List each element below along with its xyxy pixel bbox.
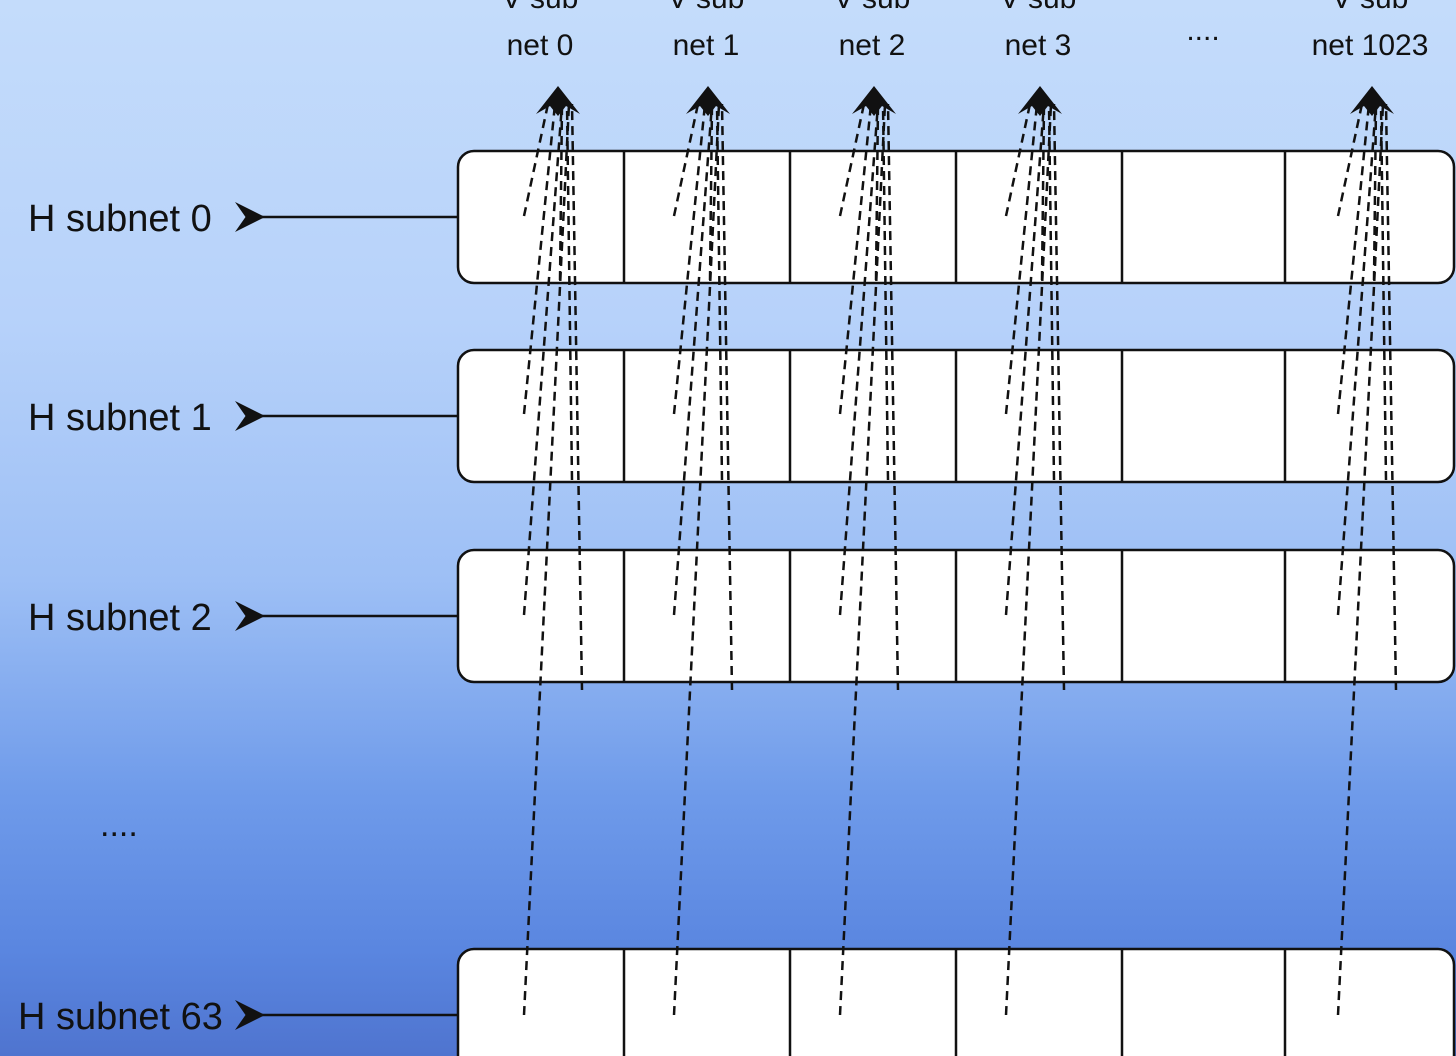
h-subnet-label: H subnet 63 — [18, 996, 223, 1038]
dashed-connection — [672, 103, 700, 217]
dashed-connection — [565, 103, 574, 481]
dashed-connection — [881, 103, 890, 481]
v-subnet-label: net 2 — [839, 29, 906, 62]
v-subnet-label: net 0 — [507, 29, 574, 62]
dashed-connection — [1336, 103, 1378, 616]
h-subnet-ellipsis: .... — [100, 806, 138, 844]
dashed-connection — [715, 103, 724, 481]
h-subnet-label: H subnet 2 — [28, 597, 212, 639]
v-subnet-label: V sub — [1000, 0, 1077, 15]
dashed-connection — [838, 103, 873, 415]
v-arrow-head — [1018, 86, 1062, 116]
subnet-rows — [456, 149, 1456, 1056]
v-subnet-ellipsis: .... — [1186, 14, 1219, 47]
dashed-connection — [886, 103, 900, 691]
dashed-connection — [1336, 103, 1385, 1016]
dashed-connection — [838, 103, 887, 1016]
subnet-row — [456, 947, 1456, 1056]
v-arrow-head — [536, 86, 580, 116]
dashed-connection — [522, 103, 557, 415]
v-subnet-label: V sub — [502, 0, 579, 15]
dashed-connection — [1336, 103, 1371, 415]
v-arrow-heads — [536, 86, 1394, 116]
dashed-connection — [570, 103, 584, 691]
subnet-row — [456, 548, 1456, 684]
dashed-connection — [1047, 103, 1056, 481]
dashed-connection — [1336, 103, 1364, 217]
dashed-connection — [672, 103, 714, 616]
dashed-connection — [1052, 103, 1066, 691]
dashed-connection — [838, 103, 880, 616]
v-subnet-labels: V sub net 0 V sub net 1 V sub net 2 V su… — [502, 0, 1429, 62]
v-subnet-label: V sub — [1332, 0, 1409, 15]
h-subnet-label: H subnet 0 — [28, 198, 212, 240]
v-arrow-head — [852, 86, 896, 116]
dashed-connection — [838, 103, 866, 217]
dashed-connection — [1384, 103, 1398, 691]
subnet-row — [456, 149, 1456, 285]
dashed-connection — [1004, 103, 1053, 1016]
dashed-connections — [522, 103, 1398, 1016]
dashed-connection — [672, 103, 707, 415]
h-subnet-labels: H subnet 0 H subnet 1 H subnet 2 .... H … — [18, 198, 223, 1038]
dashed-connection — [522, 103, 571, 1016]
v-subnet-label: net 3 — [1005, 29, 1072, 62]
h-subnet-label: H subnet 1 — [28, 397, 212, 439]
v-subnet-label: net 1 — [673, 29, 740, 62]
v-subnet-label: net 1023 — [1312, 29, 1429, 62]
v-subnet-label: V sub — [668, 0, 745, 15]
dashed-connection — [1379, 103, 1388, 481]
dashed-connection — [720, 103, 734, 691]
subnet-row — [456, 348, 1456, 484]
dashed-connection — [522, 103, 564, 616]
h-arrows — [235, 202, 458, 1030]
dashed-connection — [1004, 103, 1032, 217]
v-subnet-label: V sub — [834, 0, 911, 15]
dashed-connection — [1004, 103, 1039, 415]
dashed-connection — [1004, 103, 1046, 616]
v-arrow-head — [1350, 86, 1394, 116]
dashed-connection — [522, 103, 550, 217]
dashed-connection — [672, 103, 721, 1016]
v-arrow-head — [686, 86, 730, 116]
